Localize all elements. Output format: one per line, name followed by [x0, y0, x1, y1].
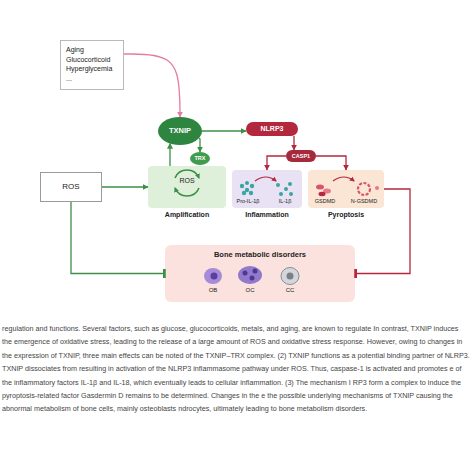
connector-arrow	[124, 54, 180, 117]
node-label: ROS	[148, 176, 226, 186]
factor-box: Aging Glucocorticoid Hyperglycemia ...	[60, 40, 124, 90]
trx-circle: TRX	[190, 152, 210, 165]
casp1-pill: CASP1	[286, 150, 316, 162]
node-label: Amplification	[148, 210, 226, 220]
node-label: NLRP3	[246, 122, 298, 136]
inflammation-box: Pro-IL-1βIL-1βInflammation	[232, 170, 302, 208]
connector-arrow	[199, 138, 200, 152]
bone-disorder-box: Bone metabolic disordersOB OC CC	[165, 245, 355, 302]
nlrp3-pill: NLRP3	[246, 122, 298, 136]
ros-source-box: ROS	[40, 172, 102, 202]
node-label: Pyroptosis	[308, 210, 384, 220]
connector-arrow	[102, 186, 148, 187]
node-label: TXNIP	[158, 117, 202, 145]
connector-arrow	[71, 202, 165, 274]
node-label: IL-1β	[270, 197, 300, 205]
pyroptosis-box: GSDMDN-GSDMDPyroptosis	[308, 170, 384, 208]
node-label: CC	[278, 286, 302, 295]
node-label: Bone metabolic disorders	[165, 250, 355, 260]
node-label: ROS	[41, 173, 101, 201]
node-label: TRX	[190, 152, 210, 165]
connector-arrow	[267, 156, 286, 170]
node-label: Pro-IL-1β	[232, 197, 264, 205]
node-label: N-GSDMD	[346, 197, 382, 205]
connector-arrow	[202, 130, 246, 131]
amplification-box: ROSAmplification	[148, 166, 226, 208]
node-label: CASP1	[286, 150, 316, 162]
connector-arrow	[293, 136, 294, 150]
connector-arrow	[316, 156, 346, 170]
node-label: OB	[201, 286, 225, 295]
node-label: OC	[238, 286, 262, 295]
txnip-ellipse: TXNIP	[158, 117, 202, 145]
figure-caption: regulation and functions. Several factor…	[2, 322, 470, 416]
node-label: Aging Glucocorticoid Hyperglycemia ...	[66, 45, 118, 83]
connector-arrow	[169, 143, 170, 166]
node-label: Inflammation	[232, 210, 302, 220]
node-label: GSDMD	[308, 197, 342, 205]
